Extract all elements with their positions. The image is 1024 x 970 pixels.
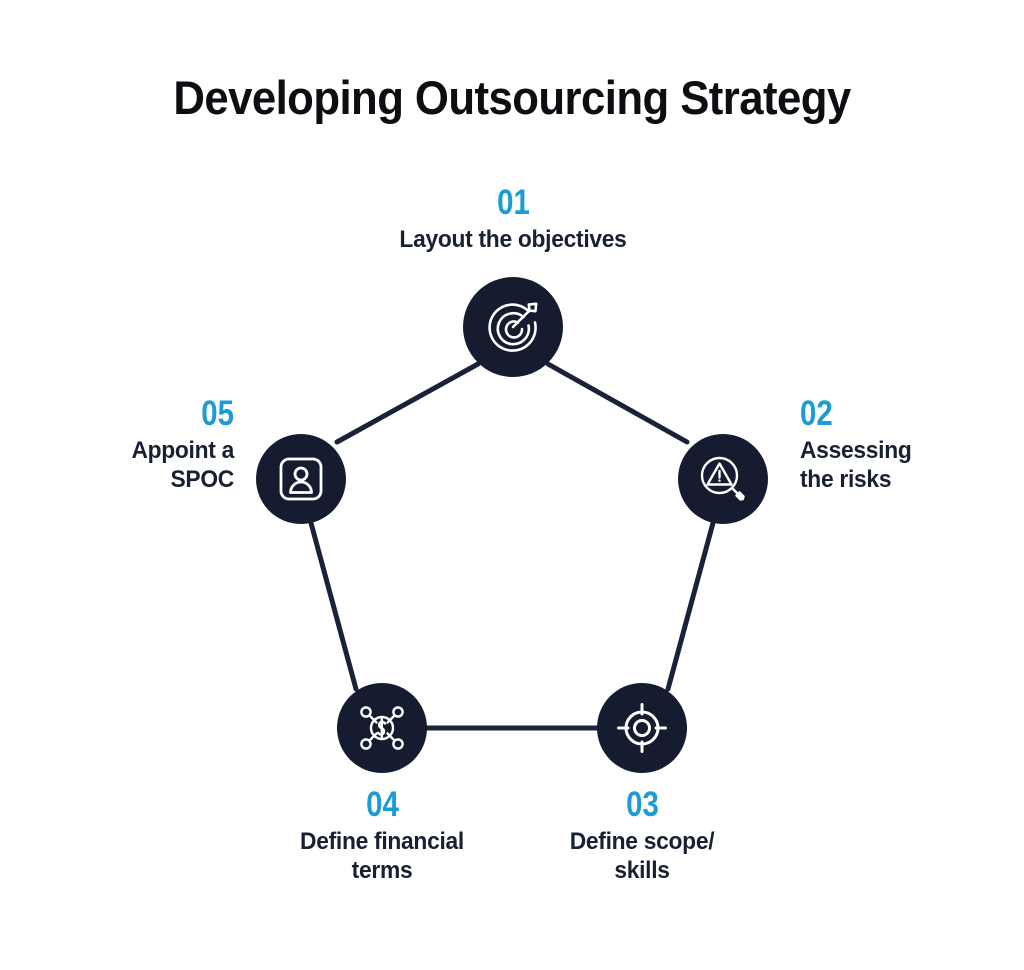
page-title: Developing Outsourcing Strategy	[173, 71, 851, 124]
caption-01: 01 Layout the objectives	[313, 185, 713, 254]
caption-04: 04 Define financial terms	[232, 787, 532, 886]
node-05-appoint-a-spoc[interactable]	[256, 434, 346, 524]
caption-03-label: Define scope/ skills	[569, 828, 715, 885]
caption-05-label: Appoint a SPOC	[131, 437, 234, 494]
caption-01-label: Layout the objectives	[399, 226, 627, 253]
target-arrow-icon	[482, 296, 544, 358]
edge-05-to-04	[308, 520, 359, 692]
caption-03-number: 03	[625, 785, 659, 824]
node-01-layout-the-objectives[interactable]	[463, 277, 563, 377]
caption-02: 02 Assessing the risks	[800, 396, 1010, 495]
edge-01-to-02	[545, 361, 690, 445]
node-02-assessing-the-risks[interactable]	[678, 434, 768, 524]
caption-01-number: 01	[496, 183, 530, 222]
edge-01-to-05	[334, 361, 481, 445]
caption-04-label: Define financial terms	[300, 828, 464, 885]
caption-05: 05 Appoint a SPOC	[14, 396, 234, 495]
edge-02-to-03	[665, 520, 716, 692]
caption-02-number: 02	[800, 394, 833, 433]
person-id-card-icon	[273, 451, 329, 507]
money-network-icon	[354, 700, 410, 756]
caption-03: 03 Define scope/ skills	[492, 787, 792, 886]
caption-02-label: Assessing the risks	[800, 437, 912, 494]
crosshair-scope-icon	[614, 700, 670, 756]
node-04-define-financial-terms[interactable]	[337, 683, 427, 773]
risk-magnifier-icon	[695, 451, 751, 507]
node-03-define-scope-skills[interactable]	[597, 683, 687, 773]
caption-05-number: 05	[201, 394, 234, 433]
caption-04-number: 04	[365, 785, 399, 824]
